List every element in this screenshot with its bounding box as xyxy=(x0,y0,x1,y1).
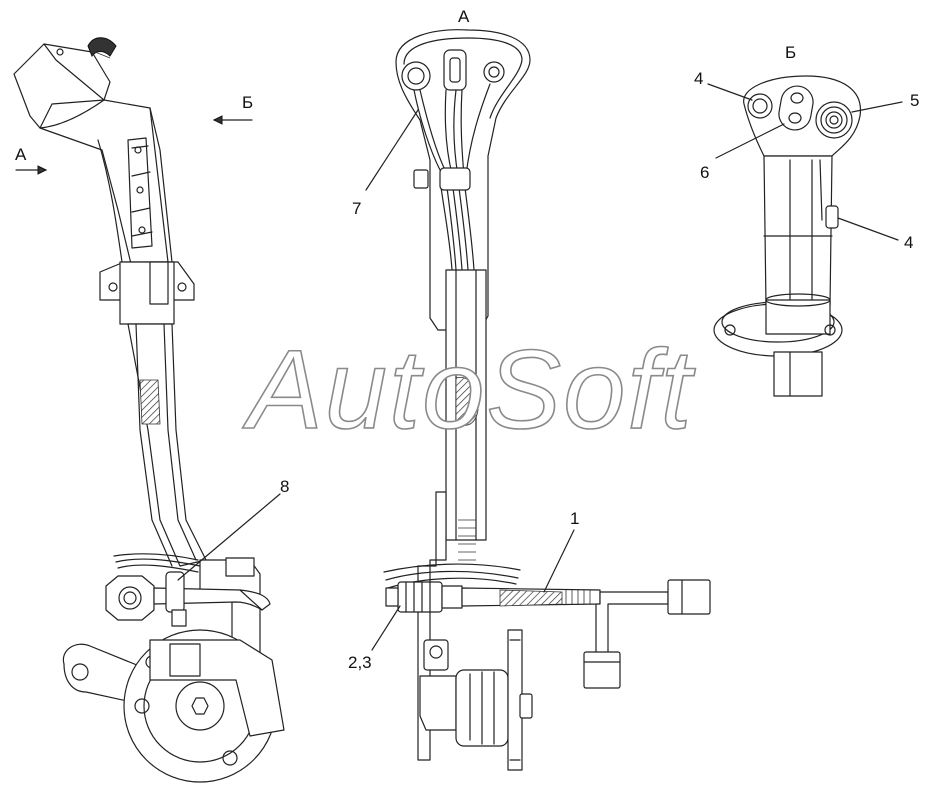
callout-4-top-label: 4 xyxy=(694,69,703,88)
callout-1-label: 1 xyxy=(570,509,579,528)
arrow-a-label: А xyxy=(15,145,27,164)
rocker-switch-6-icon xyxy=(778,85,814,131)
callout-4-top: 4 xyxy=(694,69,753,101)
callout-2-3-label: 2,3 xyxy=(348,653,372,672)
view-a-title: А xyxy=(458,7,470,26)
callout-8-label: 8 xyxy=(280,477,289,496)
callout-7-label: 7 xyxy=(352,199,361,218)
callout-4-side: 4 xyxy=(837,217,913,252)
trigger-knob-icon xyxy=(87,37,117,58)
callout-6-label: 6 xyxy=(700,163,709,182)
callout-8: 8 xyxy=(177,477,289,581)
callout-5: 5 xyxy=(851,91,919,113)
callout-1: 1 xyxy=(543,509,579,593)
callout-2-3: 2,3 xyxy=(348,605,401,672)
center-front-view: А xyxy=(383,7,711,771)
callout-4-side-label: 4 xyxy=(904,233,913,252)
watermark-text: AutoSoft xyxy=(242,327,696,452)
view-arrow-a: А xyxy=(15,145,48,175)
callout-5-label: 5 xyxy=(910,91,919,110)
callout-6: 6 xyxy=(700,123,785,182)
button-4-icon xyxy=(747,93,773,119)
view-b-title: Б xyxy=(785,43,796,62)
arrow-b-label: Б xyxy=(242,93,253,112)
view-arrow-b: Б xyxy=(212,93,253,125)
callout-7: 7 xyxy=(352,109,419,218)
left-side-view xyxy=(13,37,285,783)
connector-nut-icon xyxy=(105,575,155,621)
right-top-view: Б xyxy=(713,43,862,397)
